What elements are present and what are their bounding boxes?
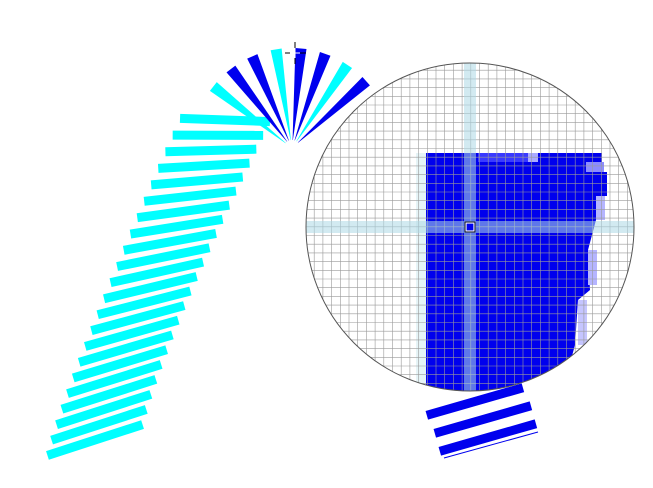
left-arm-stripe (96, 286, 192, 320)
fan-wedge (209, 82, 286, 144)
right-arm-stripe (438, 419, 538, 456)
fan-wedge (292, 48, 307, 141)
left-arm-stripe (109, 257, 205, 288)
left-arm-stripe (77, 330, 174, 367)
fan-wedge (247, 54, 289, 141)
left-arm-stripe (136, 200, 230, 223)
left-arm-stripe (66, 360, 163, 398)
crosshair-cursor-icon (285, 42, 306, 64)
left-arm-stripe (55, 390, 153, 429)
left-arm-stripe (143, 186, 237, 206)
left-arm-stripe (122, 229, 217, 255)
left-arm-stripe (116, 243, 211, 271)
left-arm-stripe (103, 272, 198, 304)
fan-wedge (296, 61, 353, 142)
left-arm-stripes (46, 113, 271, 460)
left-arm-stripe (179, 113, 271, 127)
right-arm-stripe (433, 401, 533, 438)
left-arm-stripe (90, 301, 186, 335)
left-arm-stripe (84, 315, 180, 351)
center-pixel-marker-icon (465, 222, 475, 232)
left-arm-stripe (46, 420, 144, 460)
right-arm-stripe (425, 383, 525, 420)
right-arm-edge (443, 431, 539, 459)
left-arm-stripe (129, 214, 224, 239)
fan-wedge (297, 77, 370, 143)
fan-wedge (294, 51, 331, 141)
right-arm-stripes (425, 383, 539, 459)
left-arm-stripe (150, 172, 244, 190)
left-arm-stripe (71, 345, 168, 383)
top-fan-wedges (209, 48, 370, 144)
left-arm-stripe (60, 375, 158, 414)
left-arm-stripe (50, 405, 148, 445)
left-arm-stripe (157, 158, 250, 173)
left-arm-stripe (165, 144, 257, 157)
fan-wedge (270, 48, 291, 141)
left-arm-stripe (172, 130, 264, 140)
fan-wedge (226, 65, 288, 142)
magnifier-loupe (305, 62, 635, 392)
